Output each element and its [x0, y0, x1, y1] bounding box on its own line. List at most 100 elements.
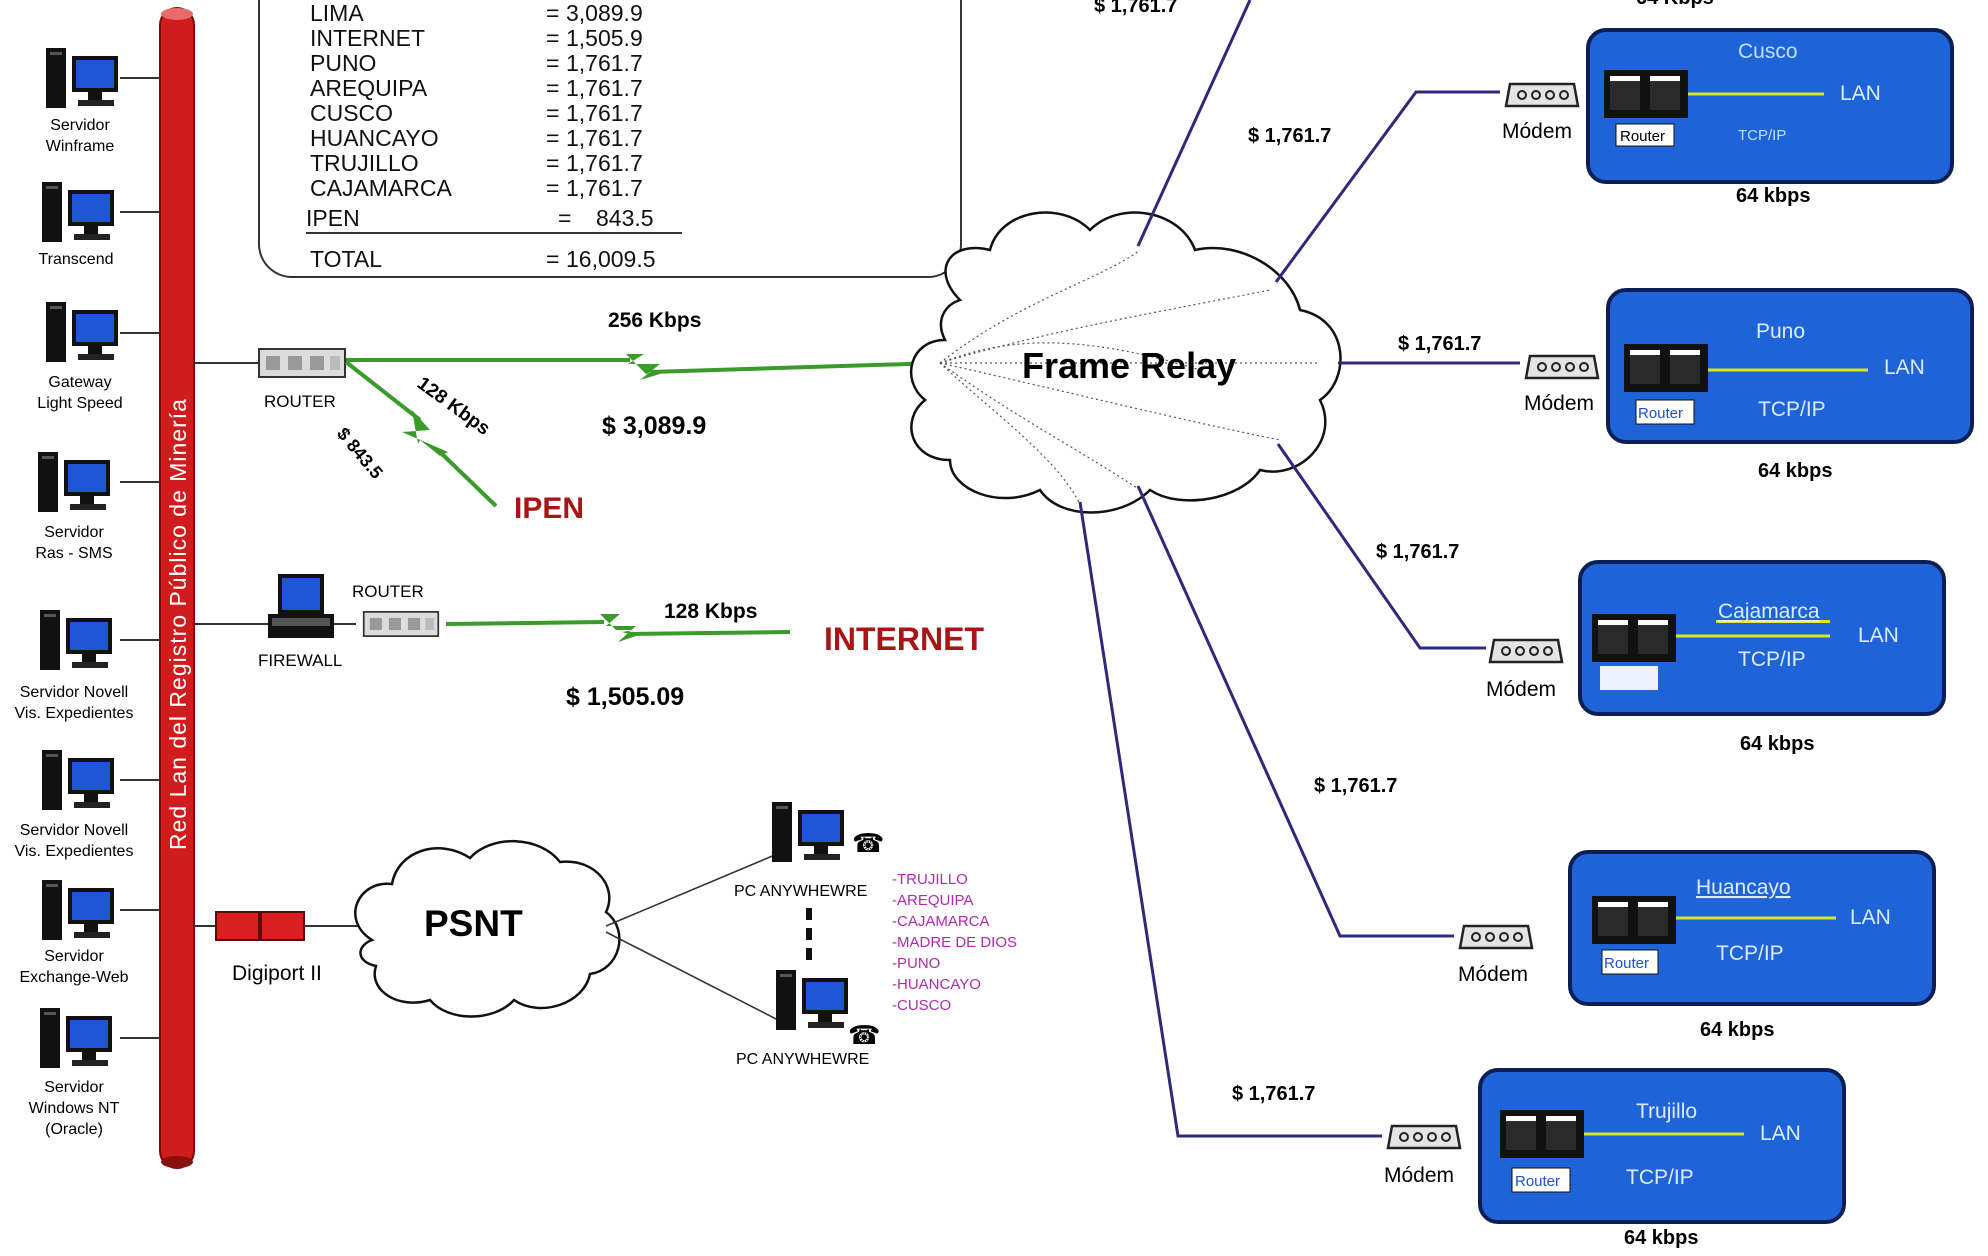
lan-box [1578, 560, 1946, 716]
server-label: Servidor Novell [20, 684, 128, 701]
router-label: Router [1638, 405, 1683, 422]
pc-icon [772, 802, 844, 862]
top-partial-speed: 64 Kbps [1636, 0, 1714, 9]
lan-label: LAN [1858, 624, 1899, 647]
branch-huancayo: $ 1,761.7 Módem Router Huancayo LAN TCP/… [1314, 775, 1936, 1041]
router-icon [362, 611, 440, 637]
modem-icon [1524, 354, 1600, 380]
ipen-label: IPEN [514, 492, 584, 525]
server-sublabel: Vis. Expedientes [15, 843, 134, 860]
server-novell-1: Servidor Novell Vis. Expedientes [15, 610, 134, 722]
digiport-label: Digiport II [232, 962, 322, 985]
cost-row-internet: INTERNET=1,505.9 [310, 25, 643, 51]
internet-cost: $ 1,505.09 [566, 683, 684, 711]
remote-pc-2: ☎ PC ANYWHEWRE [736, 970, 880, 1068]
router-label: Router [1620, 128, 1665, 145]
server-icon [42, 750, 114, 810]
modem-label: Módem [1458, 963, 1528, 986]
branch-name: Cajamarca [1718, 600, 1820, 623]
city-item: -CUSCO [892, 997, 951, 1014]
psnt-cloud: PSNT [354, 839, 621, 1018]
pc-icon [776, 970, 848, 1030]
server-sublabel: Exchange-Web [19, 969, 128, 986]
cost-row-ipen: IPEN=843.5 [306, 205, 654, 231]
city-item: -PUNO [892, 955, 940, 972]
main-router-label: ROUTER [264, 392, 336, 411]
server-icon [40, 610, 112, 670]
modem-label: Módem [1524, 392, 1594, 415]
internet-label: INTERNET [824, 621, 984, 657]
branch-cost: $ 1,761.7 [1232, 1083, 1315, 1105]
lan-box [1478, 1068, 1846, 1224]
modem-label: Módem [1486, 678, 1556, 701]
protocol-label: TCP/IP [1738, 648, 1806, 671]
city-item: -MADRE DE DIOS [892, 934, 1017, 951]
branch-name: Cusco [1738, 40, 1798, 63]
server-ras-sms: Servidor Ras - SMS [35, 452, 113, 562]
lan-label: LAN [1884, 356, 1925, 379]
server-label: Servidor [44, 524, 104, 541]
branch-name: Puno [1756, 320, 1805, 343]
branch-cost: $ 1,761.7 [1398, 333, 1481, 355]
cost-row-arequipa: AREQUIPA=1,761.7 [310, 75, 643, 101]
server-sublabel: Light Speed [37, 395, 122, 412]
main-link-cost: $ 3,089.9 [602, 412, 706, 440]
lan-box [1586, 28, 1954, 184]
top-partial-cost: $ 1,761.7 [1094, 0, 1177, 17]
branch-wan-lines [1078, 90, 1520, 1138]
cost-summary-table: LIMA=3,089.9 INTERNET=1,505.9 PUNO=1,761… [258, 0, 962, 278]
server-icon [46, 302, 118, 362]
server-icon [46, 48, 118, 108]
server-gateway: Gateway Light Speed [37, 302, 123, 412]
cost-row-trujillo: TRUJILLO=1,761.7 [310, 150, 643, 176]
frame-relay-cloud: Frame Relay [909, 211, 1342, 514]
cost-row-cajamarca: CAJAMARCA=1,761.7 [310, 175, 643, 201]
city-item: -TRUJILLO [892, 871, 968, 888]
router-icon [1624, 344, 1708, 392]
main-link-speed: 256 Kbps [608, 309, 701, 332]
branch-name: Huancayo [1696, 876, 1791, 899]
total-rule [306, 232, 682, 234]
city-item: -CAJAMARCA [892, 913, 990, 930]
server-sublabel: Windows NT [29, 1100, 120, 1117]
modem-label: Módem [1502, 120, 1572, 143]
digiport: Digiport II [215, 911, 322, 985]
server-windows-nt: Servidor Windows NT (Oracle) [29, 1008, 120, 1138]
server-label: Servidor Novell [20, 822, 128, 839]
server-label: Servidor [50, 117, 110, 134]
main-router: ROUTER [258, 348, 346, 411]
top-partial-link: $ 1,761.7 64 Kbps [1094, 0, 1714, 247]
ipen-cost: $ 843.5 [333, 424, 387, 483]
frame-relay-label: Frame Relay [1022, 345, 1236, 386]
city-item: -HUANCAYO [892, 976, 981, 993]
router-icon [1500, 1110, 1584, 1158]
branch-speed: 64 kbps [1758, 460, 1832, 482]
cost-row-huancayo: HUANCAYO=1,761.7 [310, 125, 643, 151]
lan-backbone: Red Lan del Registro Público de Minería [159, 7, 195, 1169]
router-icon [1604, 70, 1688, 118]
server-sublabel: Winframe [46, 138, 115, 155]
lan-box [1606, 288, 1974, 444]
server-sublabel-2: (Oracle) [45, 1121, 103, 1138]
pc-label: PC ANYWHEWRE [734, 883, 867, 900]
internet-link: 128 Kbps $ 1,505.09 INTERNET [445, 600, 984, 711]
ellipsis-dots [806, 908, 812, 960]
lan-label: LAN [1760, 1122, 1801, 1145]
server-transcend: Transcend [39, 182, 114, 268]
lan-label: LAN [1840, 82, 1881, 105]
server-icon [42, 182, 114, 242]
router-icon [1592, 896, 1676, 944]
server-links [120, 77, 160, 1039]
modem-label: Módem [1384, 1164, 1454, 1187]
server-sublabel: Vis. Expedientes [15, 705, 134, 722]
firewall: FIREWALL [258, 574, 342, 670]
lan-box [1568, 850, 1936, 1006]
cost-row-cusco: CUSCO=1,761.7 [310, 100, 643, 126]
server-novell-2: Servidor Novell Vis. Expedientes [15, 750, 134, 860]
branch-cost: $ 1,761.7 [1248, 125, 1331, 147]
server-exchange: Servidor Exchange-Web [19, 880, 129, 986]
internet-router: ROUTER [352, 582, 440, 637]
protocol-label: TCP/IP [1626, 1166, 1694, 1189]
